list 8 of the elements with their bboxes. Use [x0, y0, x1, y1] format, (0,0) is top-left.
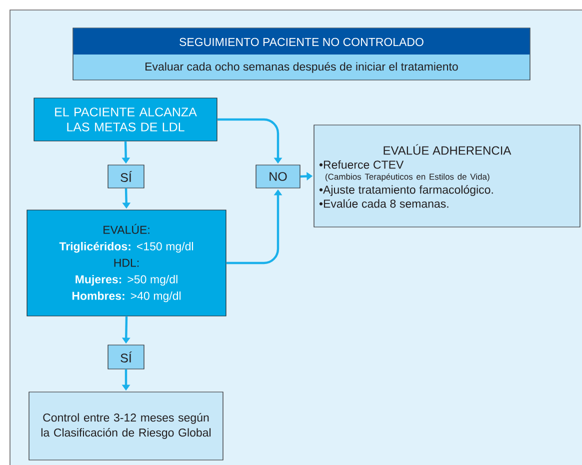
action-box: EVALÚE ADHERENCIA •Refuerce CTEV (Cambios Terapéuticos en Estilos de Vida) •Ajuste tratamiento farmacológico. •Evalúe cada 8 semanas. — [314, 124, 580, 228]
evaluation-box: EVALÚE: Triglicéridos: <150 mg/dl HDL: Mujeres: >50 mg/dl Hombres: >40 mg/dl — [26, 210, 226, 316]
result-box: Control entre 3-12 meses según la Clasificación de Riesgo Global — [28, 392, 224, 460]
decision-box: EL PACIENTE ALCANZA LAS METAS DE LDL — [34, 98, 218, 142]
answer-box: SÍ — [108, 344, 144, 370]
answer-box: NO — [256, 164, 300, 188]
answer-box: SÍ — [108, 164, 144, 188]
title-banner: SEGUIMIENTO PACIENTE NO CONTROLADO Evaluar cada ocho semanas después de iniciar el tratamiento — [72, 28, 530, 80]
